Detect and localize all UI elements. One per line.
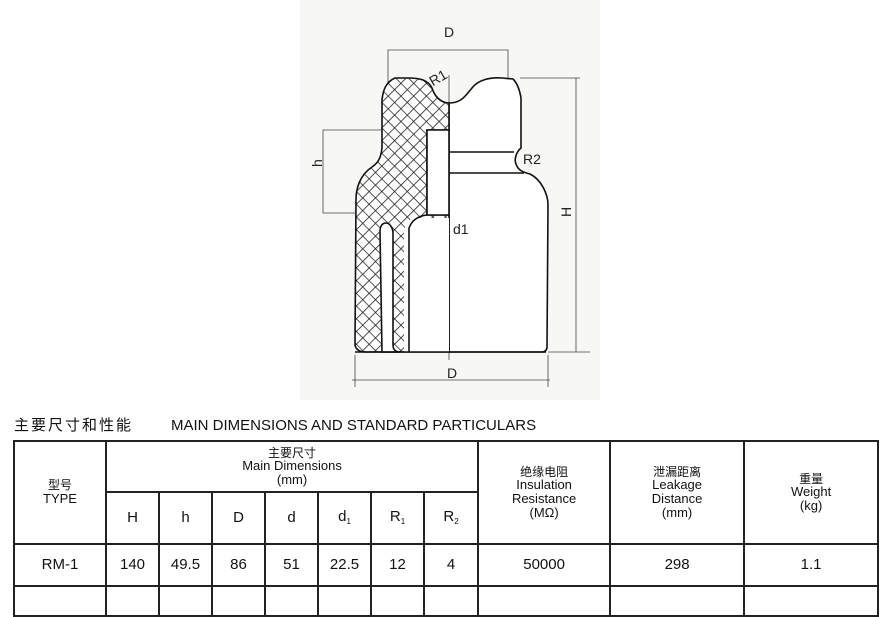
dim-col-header: R1 <box>370 491 425 545</box>
cell-insulation: 50000 <box>477 543 612 587</box>
section-title-en: MAIN DIMENSIONS AND STANDARD PARTICULARS <box>171 417 537 434</box>
dim-col-header: D <box>211 491 266 545</box>
insulator-outline-right <box>448 77 549 353</box>
weight-unit: (kg) <box>799 497 823 513</box>
weight-en: Weight <box>790 484 832 500</box>
cell-H: 140 <box>105 543 160 587</box>
cell-d1: 22.5 <box>317 543 372 587</box>
leakage-en1: Leakage <box>652 477 703 493</box>
dim-col-header: H <box>105 491 160 545</box>
dim-col-header: R2 <box>422 491 480 545</box>
type-header-en: TYPE <box>43 490 77 506</box>
leakage-unit: (mm) <box>661 504 693 520</box>
leakage-en2: Distance <box>651 490 703 506</box>
label-D-top: D <box>444 24 454 40</box>
table-row: RM-1 140 49.5 86 51 22.5 12 4 50000 298 … <box>13 543 880 587</box>
cell-D: 86 <box>211 543 266 587</box>
dim-col-header: d <box>264 491 319 545</box>
cell-R2: 4 <box>422 543 480 587</box>
label-h: h <box>309 159 325 167</box>
dim-col-header: h <box>158 491 213 545</box>
weight-cn: 重量 <box>799 471 824 486</box>
cell-weight: 1.1 <box>743 543 880 587</box>
main-dims-unit: (mm) <box>276 471 308 487</box>
cell-leakage: 298 <box>609 543 746 587</box>
insulation-en2: Resistance <box>511 490 577 506</box>
section-title: 主要尺寸和性能 MAIN DIMENSIONS AND STANDARD PART… <box>14 414 536 435</box>
label-H: H <box>558 207 574 217</box>
cell-R1: 12 <box>370 543 425 587</box>
label-d1: d1 <box>453 221 469 237</box>
insulation-en1: Insulation <box>516 477 572 493</box>
leakage-cn: 泄漏距离 <box>653 464 702 479</box>
main-dims-en: Main Dimensions <box>242 458 342 474</box>
label-R1: R1 <box>426 66 450 89</box>
main-dims-cn: 主要尺寸 <box>268 445 317 460</box>
cell-h: 49.5 <box>158 543 213 587</box>
insulator-drawing: D R1 R2 h H d1 D <box>300 0 600 400</box>
insulation-cn: 绝缘电阻 <box>520 464 569 479</box>
insulation-unit: (MΩ) <box>529 504 559 520</box>
section-title-cn: 主要尺寸和性能 <box>14 417 134 434</box>
dim-col-header: d1 <box>317 491 372 545</box>
type-header-cn: 型号 <box>47 478 72 493</box>
dim-subheader-row: H h D d d1 R1 R2 <box>14 491 878 545</box>
label-D-bottom: D <box>447 365 457 381</box>
cell-type: RM-1 <box>13 543 107 587</box>
label-R2: R2 <box>523 151 541 167</box>
cell-d: 51 <box>264 543 319 587</box>
